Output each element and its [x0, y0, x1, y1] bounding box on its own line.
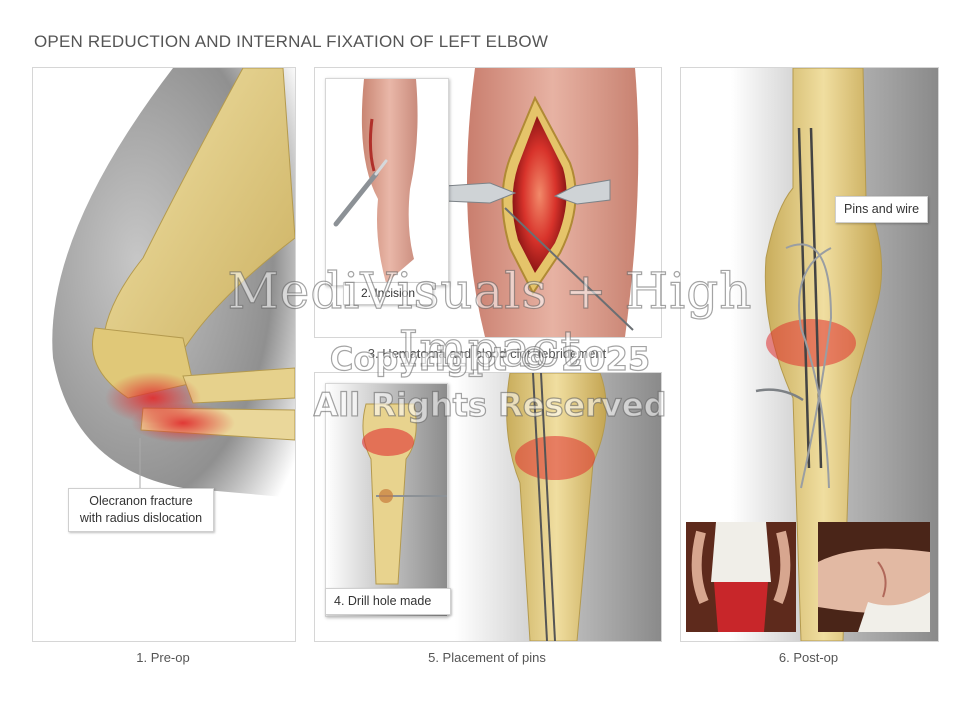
pins-illustration	[455, 373, 661, 641]
caption-debridement: 3. Hematoma and blood clot debridement	[367, 346, 607, 361]
incision-label: 2. Incision	[343, 282, 433, 305]
pins-and-wire-label: Pins and wire	[835, 196, 929, 223]
postop-photo-full-body	[686, 522, 796, 632]
caption-preop: 1. Pre-op	[136, 650, 190, 665]
preop-elbow-illustration	[52, 68, 295, 498]
panel-pins	[314, 372, 662, 642]
postop-photo-elbow-scar	[818, 522, 930, 632]
caption-pins: 5. Placement of pins	[428, 650, 546, 665]
incision-illustration	[333, 79, 418, 283]
olecranon-fracture-label: Olecranon fracture with radius dislocati…	[68, 488, 214, 532]
caption-postop: 6. Post-op	[778, 650, 839, 665]
drill-illustration	[326, 384, 447, 616]
debridement-illustration	[444, 68, 639, 337]
panel-drill	[325, 383, 448, 617]
figure-title: OPEN REDUCTION AND INTERNAL FIXATION OF …	[34, 32, 549, 51]
panel-preop	[32, 67, 296, 642]
drill-hole-label: 4. Drill hole made	[325, 588, 451, 615]
panel-incision	[325, 78, 449, 286]
